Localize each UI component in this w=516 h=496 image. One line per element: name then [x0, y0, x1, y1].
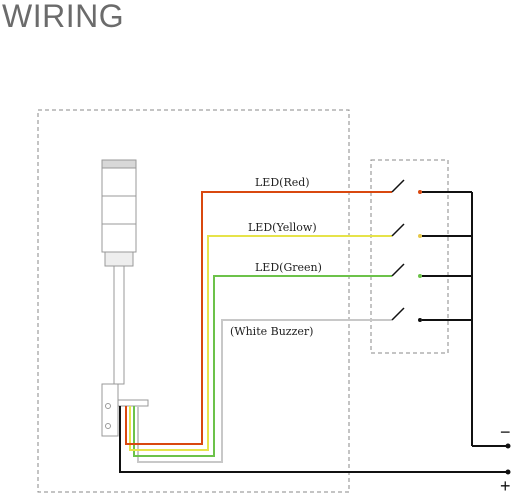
- switch-yellow: [391, 223, 422, 238]
- terminal-positive: [505, 469, 511, 475]
- wire-green: [133, 275, 392, 457]
- label-negative: −: [500, 422, 511, 442]
- wire-white: [137, 319, 392, 463]
- switch-green: [391, 263, 422, 278]
- label-led-yellow: LED(Yellow): [248, 221, 317, 234]
- switch-red: [391, 179, 422, 194]
- tower-base: [104, 251, 134, 267]
- tower-segment-top: [101, 167, 137, 197]
- switch-outputs: [422, 191, 508, 447]
- bracket-screw: [105, 423, 111, 429]
- bracket-screw: [105, 403, 111, 409]
- wire-common: [119, 406, 508, 473]
- switch-box-enclosure: [370, 159, 449, 354]
- wire-red: [125, 191, 392, 445]
- page-title: WIRING: [2, 0, 125, 34]
- signal-tower: [101, 159, 149, 437]
- label-led-red: LED(Red): [255, 176, 310, 189]
- tower-pole: [113, 265, 125, 385]
- tower-segment-bottom: [101, 223, 137, 253]
- label-white-buzzer: (White Buzzer): [230, 325, 313, 338]
- tower-cap: [101, 159, 137, 169]
- tower-enclosure: [37, 109, 350, 493]
- tower-bracket-arm: [117, 399, 149, 407]
- wire-yellow: [129, 235, 392, 451]
- label-positive: +: [500, 476, 511, 496]
- tower-bracket: [101, 383, 119, 437]
- tower-segment-middle: [101, 195, 137, 225]
- terminal-negative: [505, 443, 511, 449]
- label-led-green: LED(Green): [255, 261, 322, 274]
- switch-buzzer: [391, 307, 422, 322]
